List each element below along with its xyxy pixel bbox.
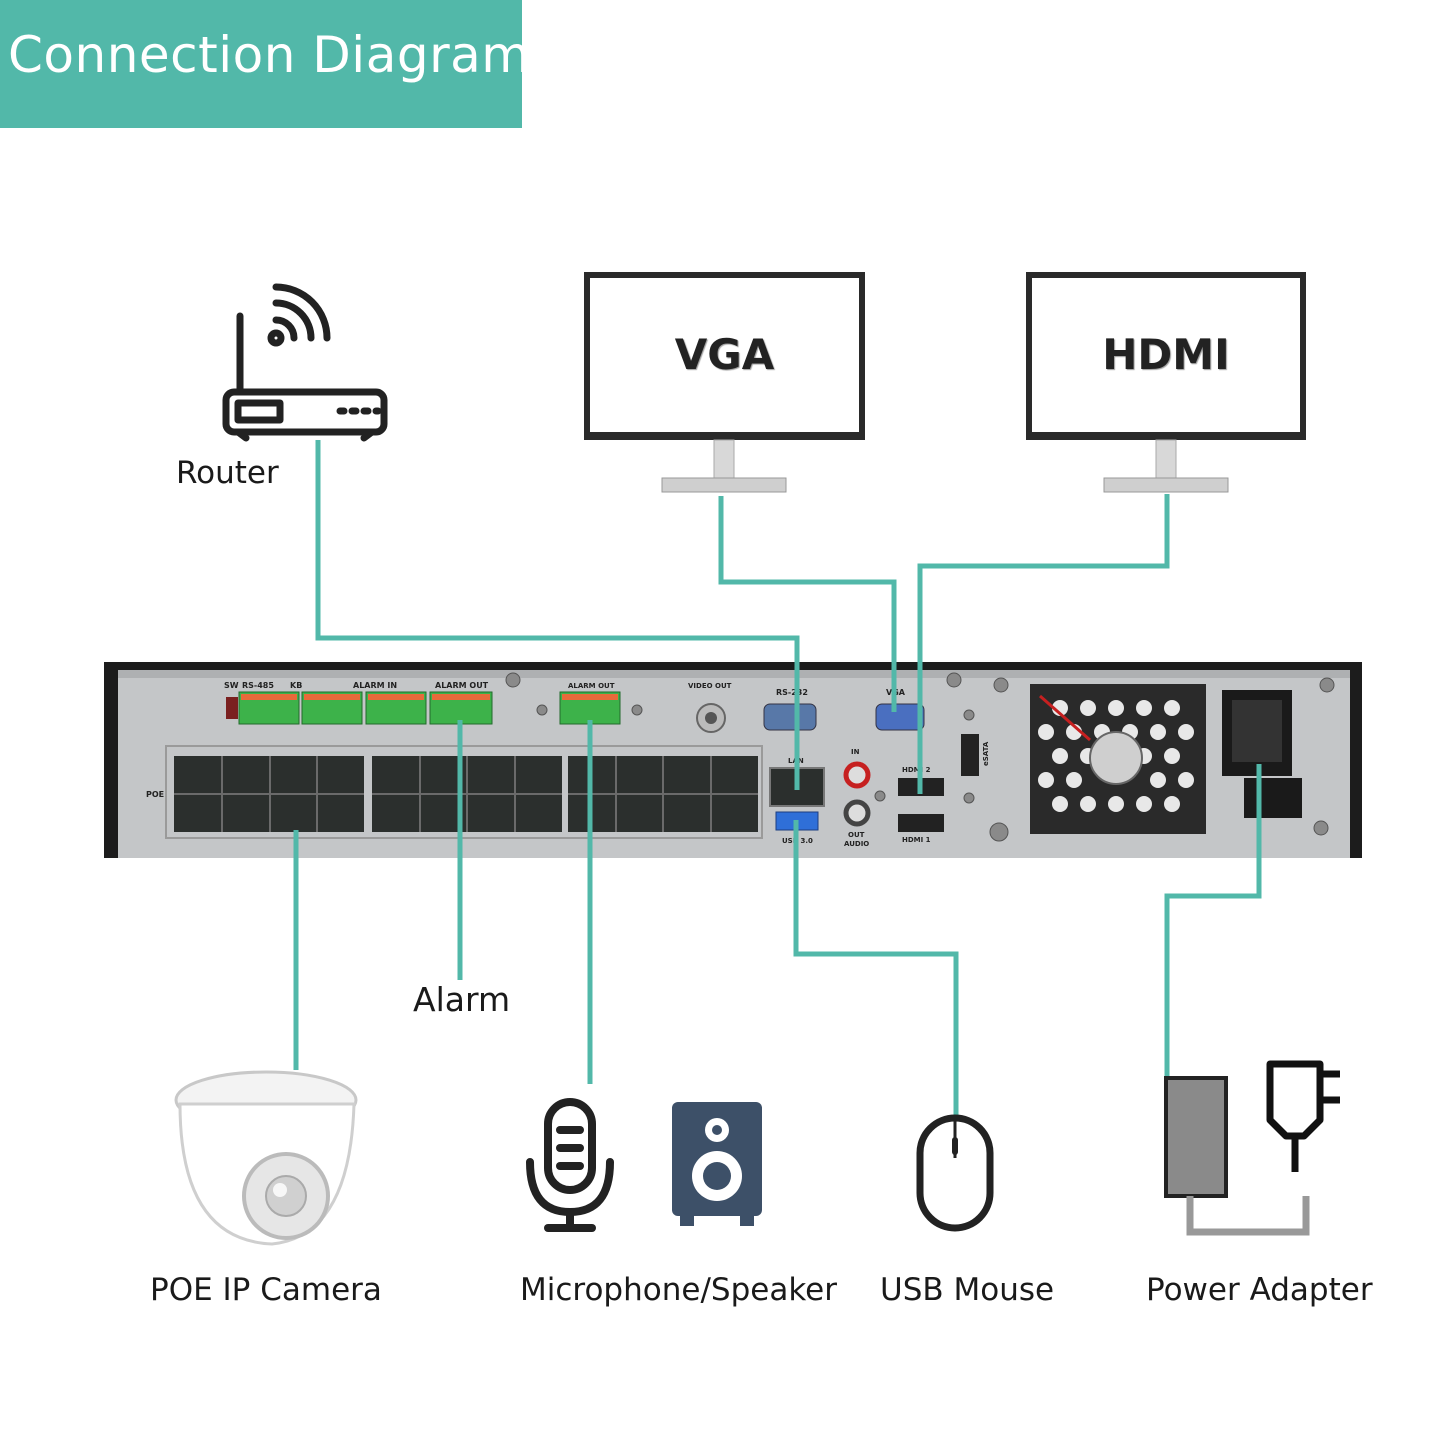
power-adapter-label: Power Adapter (1146, 1272, 1373, 1308)
usb-mouse-label: USB Mouse (880, 1272, 1055, 1308)
router-icon (222, 283, 388, 442)
nvr-label-alarm-out-2: ALARM OUT (568, 682, 615, 690)
nvr-recorder (104, 662, 1362, 858)
nvr-label-poe: POE (146, 790, 164, 799)
hdmi-line (917, 494, 1170, 794)
hdmi-monitor-icon (1026, 272, 1306, 493)
router-line (315, 440, 800, 790)
router-label: Router (176, 455, 279, 491)
mic-speaker-label: Microphone/Speaker (520, 1272, 837, 1308)
nvr-label-audio-out: OUT (848, 831, 865, 839)
mouse-icon (916, 1114, 994, 1232)
microphone-icon (526, 1098, 614, 1232)
vga-monitor-label: VGA (674, 330, 775, 379)
nvr-label-hdmi1: HDMI 1 (902, 836, 931, 844)
connection-lines (293, 440, 1262, 1118)
nvr-label-video-out: VIDEO OUT (688, 682, 732, 690)
nvr-label-rs485: RS-485 (242, 681, 274, 690)
power-adapter-icon (1164, 1060, 1340, 1236)
nvr-label-audio-in: IN (851, 748, 860, 756)
speaker-icon (672, 1102, 762, 1226)
nvr-label-sw: SW (224, 681, 239, 690)
vga-monitor-icon (584, 272, 865, 493)
nvr-label-esata: eSATA (982, 741, 990, 766)
power-line (1164, 764, 1262, 1076)
usb-mouse-line (793, 820, 959, 1118)
nvr-label-alarm-in: ALARM IN (353, 681, 397, 690)
camera-icon (174, 1070, 358, 1246)
hdmi-monitor-label: HDMI (1102, 330, 1230, 379)
nvr-label-kb: KB (290, 681, 302, 690)
alarm-label: Alarm (413, 980, 511, 1019)
nvr-label-alarm-out: ALARM OUT (435, 681, 489, 690)
title-banner: Connection Diagram (0, 0, 530, 128)
nvr-label-hdmi2: HDMI 2 (902, 766, 931, 774)
camera-label: POE IP Camera (150, 1272, 382, 1308)
vga-line (718, 496, 897, 712)
nvr-label-audio: AUDIO (844, 840, 869, 848)
page-title: Connection Diagram (8, 26, 531, 84)
nvr-label-rs232: RS-232 (776, 688, 808, 697)
